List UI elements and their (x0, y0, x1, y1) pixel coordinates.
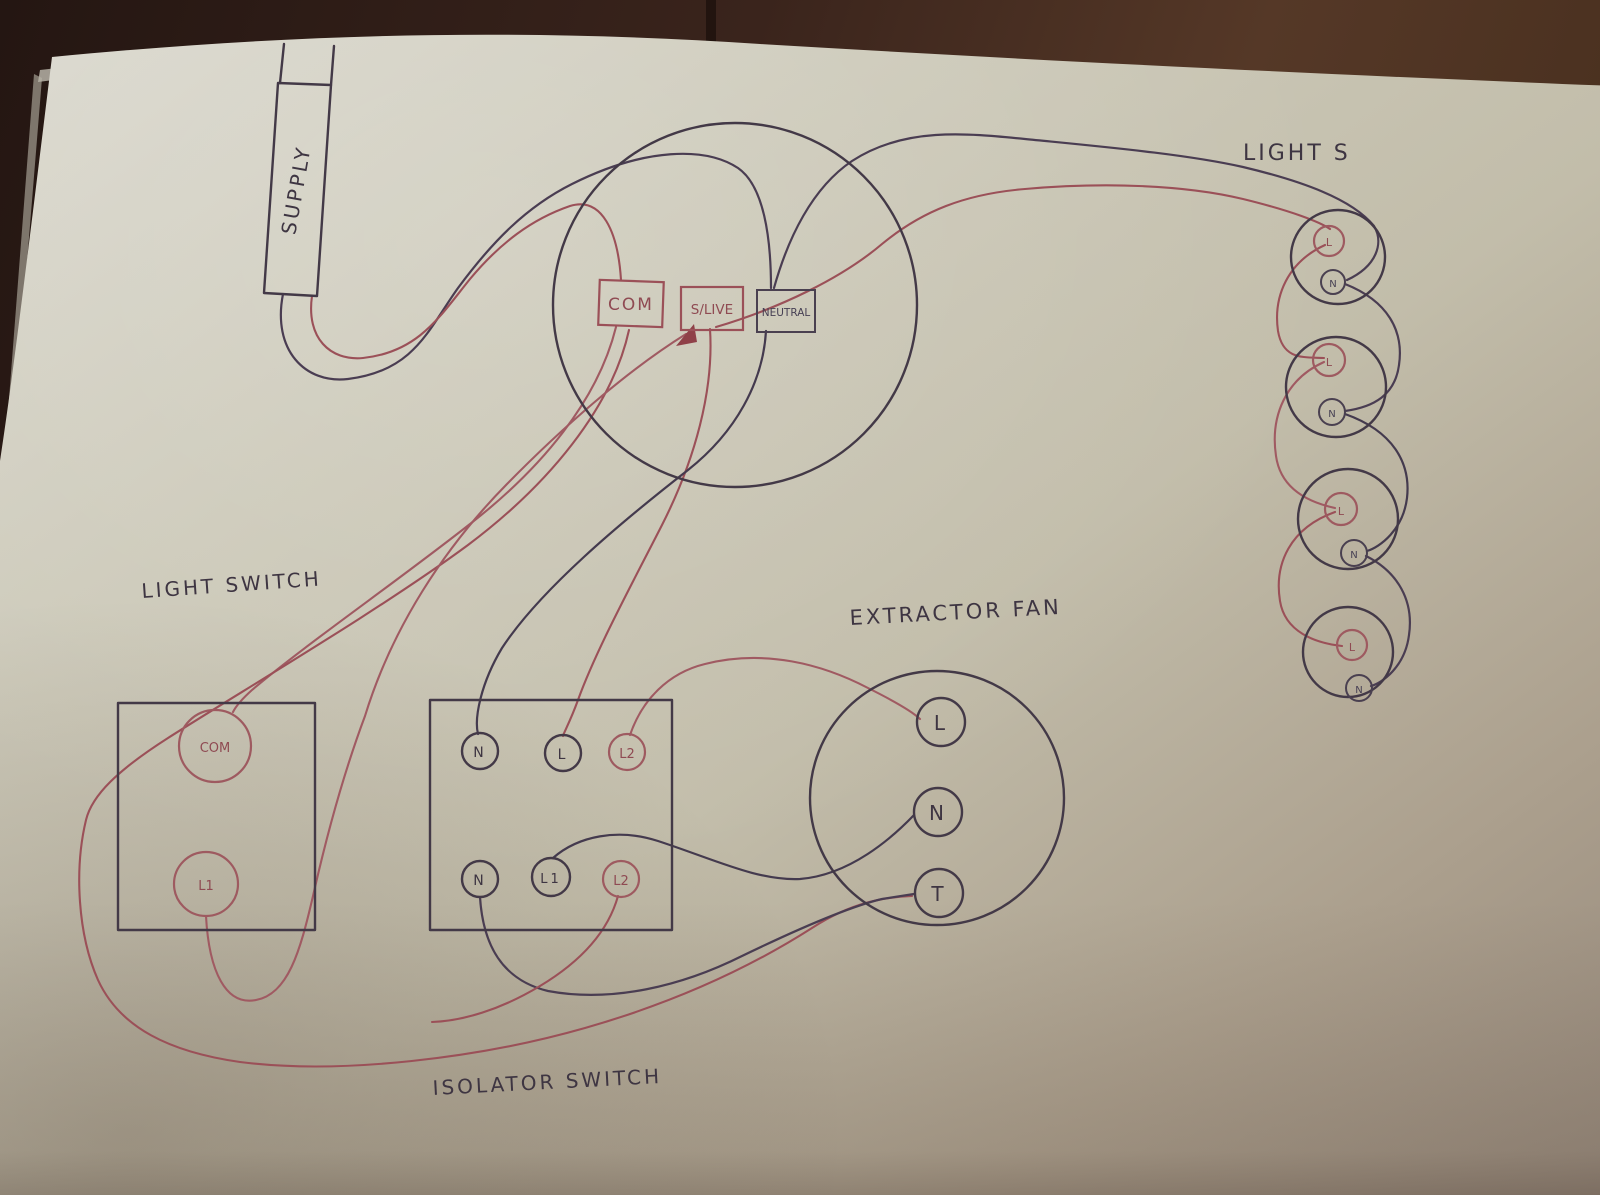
wire-isolator-l2-to-fan-l (628, 656, 922, 737)
fan-n-label: N (929, 801, 947, 825)
light-1-n-label: N (1329, 279, 1336, 290)
light-2-n-label: N (1328, 409, 1335, 420)
light-switch-box (116, 701, 317, 932)
wire-light2-light3-live (1273, 360, 1337, 510)
isolator-top-l2-label: L2 (619, 747, 635, 762)
terminal-com-label: COM (608, 295, 654, 315)
wire-supply-live (310, 203, 623, 360)
light-4-circle (1301, 605, 1395, 699)
terminal-neutral: NEUTRAL (756, 289, 816, 333)
light-3-n-terminal (1340, 539, 1368, 567)
wires (78, 133, 1411, 1068)
wire-slive-to-isolator-l (561, 327, 712, 738)
light-switch-com-terminal (177, 708, 253, 784)
table-seam (706, 0, 716, 60)
isolator-bottom-l1 (530, 856, 572, 898)
isolator-box (428, 698, 674, 932)
light-2-circle (1284, 335, 1388, 439)
wire-isolator-l2-drop (430, 894, 620, 1024)
wire-com-to-switch (231, 325, 618, 714)
light-4-l-terminal (1335, 628, 1369, 662)
fan-n-terminal (912, 786, 964, 838)
terminal-slive: S/LIVE (679, 285, 745, 332)
wire-neutral-to-isolator-n (475, 329, 768, 736)
terminal-neutral-label: NEUTRAL (762, 307, 811, 319)
light-3-l-label: L (1338, 505, 1345, 518)
fan-t-terminal (913, 867, 965, 919)
wire-light1-light2-neutral (1343, 282, 1401, 413)
wire-isolator-l1-to-fan-n (551, 813, 916, 881)
light-switch-l1-label: L1 (198, 879, 214, 894)
wire-light3-light4-live (1277, 510, 1344, 648)
isolator-top-l (543, 733, 583, 773)
fan-t-label: T (930, 882, 946, 906)
light-3-circle (1296, 467, 1400, 571)
light-4: L N (1301, 605, 1395, 702)
wire-isolator-n-to-fan-t (478, 892, 916, 996)
wire-light1-light2-live (1276, 243, 1327, 360)
terminal-com: COM (597, 278, 665, 329)
isolator-top-n (460, 731, 500, 771)
junction-box: COM S/LIVE NEUTRAL (551, 121, 919, 489)
terminal-slive-label: S/LIVE (691, 302, 733, 318)
isolator-bottom-l2 (601, 859, 641, 899)
wire-l1-to-slive (204, 332, 688, 1002)
light-1-l-label: L (1326, 236, 1333, 249)
isolator-top-l2 (607, 732, 647, 772)
light-2: L N (1284, 335, 1388, 439)
light-4-n-label: N (1355, 685, 1362, 696)
lights-group: LIGHT S L N L N L N L N (1243, 141, 1400, 702)
wire-live-sweep-to-fan-t (78, 328, 914, 1068)
isolator-top-n-label: N (473, 745, 486, 761)
light-switch-com-label: COM (200, 741, 231, 756)
fan-l-terminal (915, 696, 967, 748)
fan-l-label: L (934, 711, 948, 735)
light-3-n-label: N (1350, 550, 1357, 561)
isolator-bottom-n (460, 859, 500, 899)
light-2-n-terminal (1318, 398, 1346, 426)
isolator-top-l-label: L (558, 747, 569, 763)
junction-circle (551, 121, 919, 489)
wire-live-to-lights (714, 184, 1332, 329)
light-4-l-label: L (1349, 641, 1356, 654)
light-1: L N (1289, 208, 1387, 306)
light-1-n-terminal (1320, 269, 1346, 295)
isolator-bottom-l2-label: L2 (613, 874, 629, 889)
light-2-l-label: L (1326, 356, 1333, 369)
isolator-bottom-n-label: N (473, 873, 486, 889)
light-3: L N (1296, 467, 1400, 571)
light-switch-l1-terminal (172, 850, 240, 918)
light-2-l-terminal (1311, 342, 1347, 378)
light-4-n-terminal (1345, 674, 1373, 702)
light-1-circle (1289, 208, 1387, 306)
wire-light2-light3-neutral (1343, 412, 1409, 553)
light-1-l-terminal (1312, 224, 1346, 258)
light-3-l-terminal (1323, 491, 1359, 527)
isolator-bottom-l1-label: L1 (540, 872, 562, 887)
lights-label: LIGHT S (1243, 141, 1351, 166)
fan-circle (808, 669, 1066, 927)
wire-supply-neutral (279, 152, 773, 381)
